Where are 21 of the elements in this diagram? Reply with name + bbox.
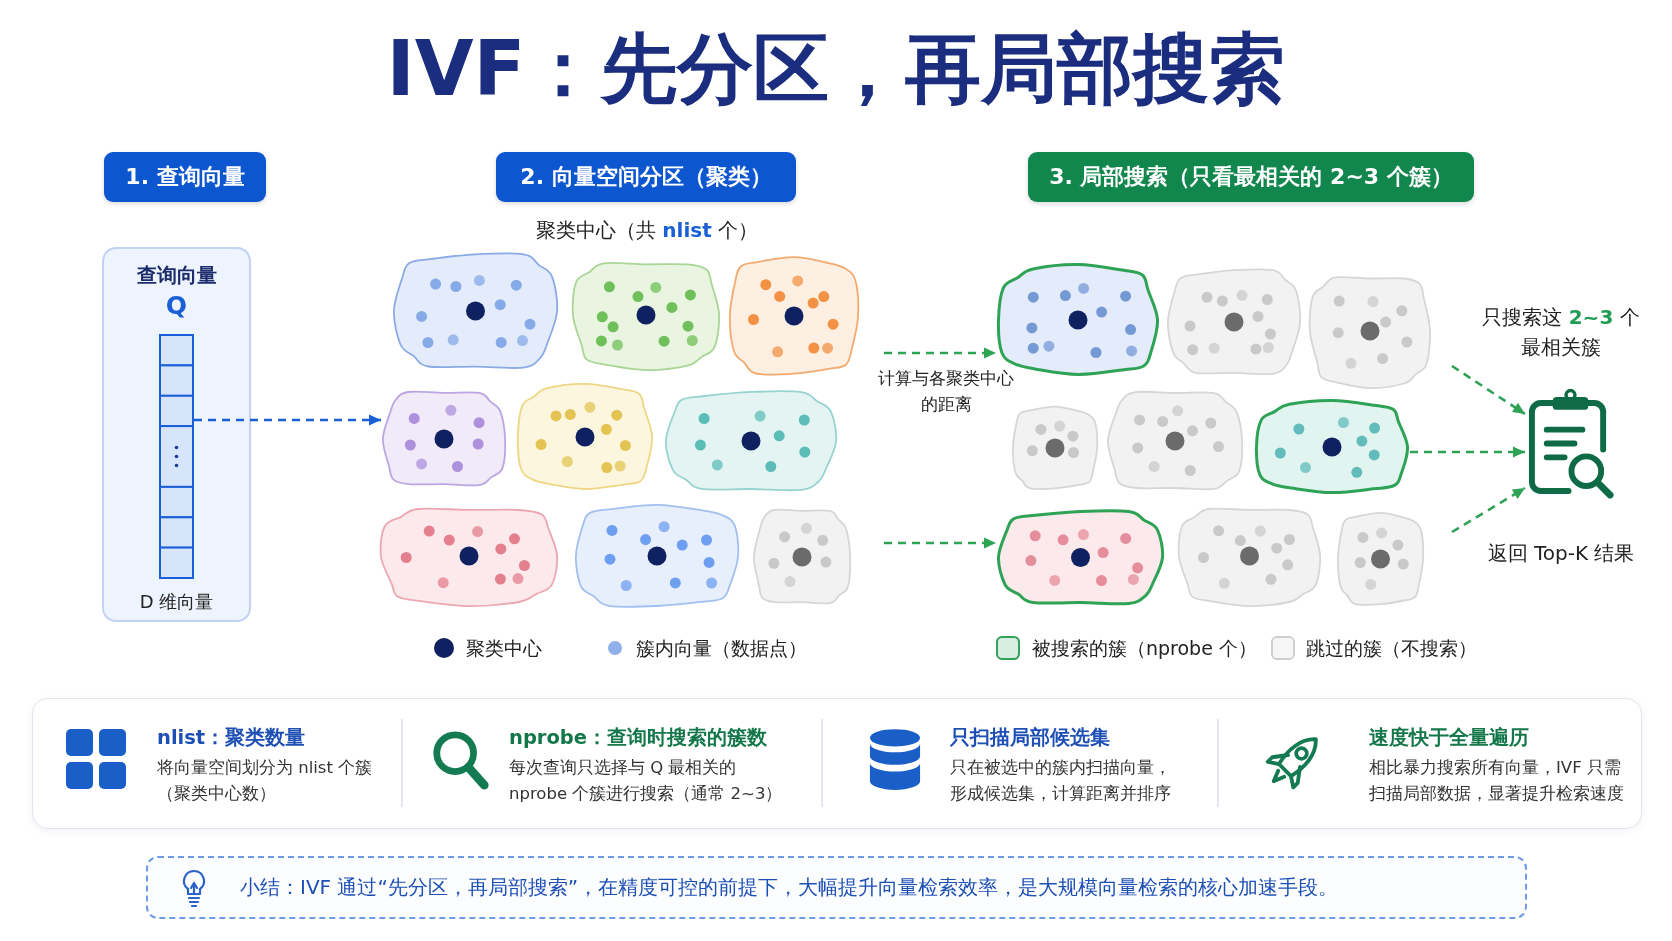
feature-title: nlist：聚类数量 bbox=[157, 725, 306, 751]
caption-text: 聚类中心（共 nlist 个） bbox=[535, 217, 759, 244]
vector-symbol: Q bbox=[165, 291, 188, 321]
feature-description: 只在被选中的簇内扫描向量，形成候选集，计算距离并排序 bbox=[950, 757, 1172, 805]
annotation-text: 只搜索这 2~3 个最相关簇 bbox=[1481, 304, 1641, 361]
feature-description: 将向量空间划分为 nlist 个簇（聚类中心数） bbox=[157, 757, 374, 805]
feature-description: 相比暴力搜索所有向量，IVF 只需扫描局部数据，显著提升检索速度 bbox=[1369, 757, 1625, 805]
legend-label: 簇内向量（数据点） bbox=[636, 636, 807, 661]
feature-description: 每次查询只选择与 Q 最相关的nprobe 个簇进行搜索（通常 2~3） bbox=[509, 757, 784, 805]
legend-label: 聚类中心 bbox=[466, 636, 542, 661]
page-title: IVF：先分区，再局部搜索 bbox=[386, 24, 1286, 114]
feature-title: nprobe：查询时搜索的簇数 bbox=[509, 725, 768, 751]
annotation-text: 计算与各聚类中心的距离 bbox=[877, 368, 1015, 416]
summary-text: 小结：IVF 通过“先分区，再局部搜索”，在精度可控的前提下，大幅提升向量检索效率，是大规模向量检索的核心加速手段。 bbox=[240, 874, 1339, 901]
legend-label: 被搜索的簇（nprobe 个） bbox=[1032, 636, 1257, 661]
feature-title: 速度快于全量遍历 bbox=[1369, 725, 1529, 751]
feature-title: 只扫描局部候选集 bbox=[950, 725, 1110, 751]
panel-caption: D 维向量 bbox=[139, 590, 214, 614]
legend-label: 跳过的簇（不搜索） bbox=[1306, 636, 1477, 661]
result-caption: 返回 Top-K 结果 bbox=[1486, 540, 1636, 567]
panel-heading: 查询向量 bbox=[136, 262, 217, 289]
